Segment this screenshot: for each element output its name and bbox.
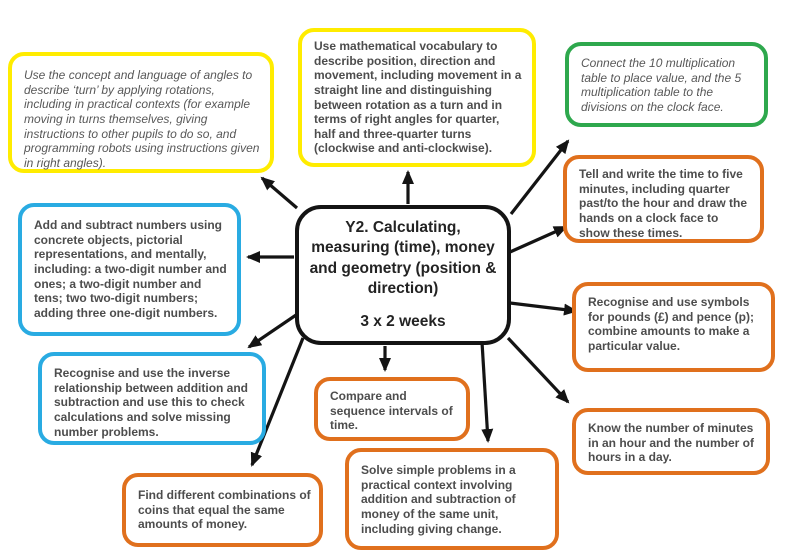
arrow-to-money-problems (480, 341, 494, 443)
node-inverse-relationship: Recognise and use the inverse relationsh… (38, 352, 266, 445)
node-add-subtract-text: Add and subtract numbers using concrete … (34, 218, 227, 320)
arrow-to-multiplication-clock (509, 139, 570, 215)
node-minutes-hours: Know the number of minutes in an hour an… (572, 408, 770, 475)
arrow-to-tell-time (509, 225, 568, 254)
node-minutes-hours-text: Know the number of minutes in an hour an… (588, 421, 754, 465)
node-inverse-relationship-text: Recognise and use the inverse relationsh… (54, 366, 249, 439)
node-add-subtract: Add and subtract numbers using concrete … (18, 203, 241, 336)
node-pounds-pence: Recognise and use symbols for pounds (£)… (572, 282, 775, 372)
center-topic-duration: 3 x 2 weeks (360, 312, 446, 330)
node-compare-intervals-text: Compare and sequence intervals of time. (330, 389, 453, 433)
node-tell-time: Tell and write the time to five minutes,… (563, 155, 764, 243)
node-center-topic: Y2. Calculating, measuring (time), money… (295, 205, 511, 345)
node-turn-language: Use the concept and language of angles t… (8, 52, 274, 173)
node-compare-intervals: Compare and sequence intervals of time. (314, 377, 470, 441)
node-multiplication-clock: Connect the 10 multiplication table to p… (565, 42, 768, 127)
arrow-to-pounds-pence (509, 301, 578, 316)
node-money-problems: Solve simple problems in a practical con… (345, 448, 559, 550)
arrow-to-turn-language (260, 176, 299, 210)
node-coin-combinations-text: Find different combinations of coins tha… (138, 488, 311, 532)
center-topic-title: Y2. Calculating, measuring (time), money… (309, 218, 497, 298)
node-money-problems-text: Solve simple problems in a practical con… (361, 463, 516, 536)
node-position-vocab-text: Use mathematical vocabulary to describe … (314, 39, 522, 156)
arrow-to-inverse-relationship (247, 311, 300, 349)
arrow-to-coin-combinations (250, 337, 305, 467)
arrow-to-minutes-hours (506, 336, 570, 404)
node-multiplication-clock-text: Connect the 10 multiplication table to p… (581, 56, 742, 114)
node-turn-language-text: Use the concept and language of angles t… (24, 68, 260, 170)
node-pounds-pence-text: Recognise and use symbols for pounds (£)… (588, 295, 754, 353)
node-position-vocab: Use mathematical vocabulary to describe … (298, 28, 536, 167)
node-tell-time-text: Tell and write the time to five minutes,… (579, 167, 748, 240)
node-coin-combinations: Find different combinations of coins tha… (122, 473, 323, 547)
